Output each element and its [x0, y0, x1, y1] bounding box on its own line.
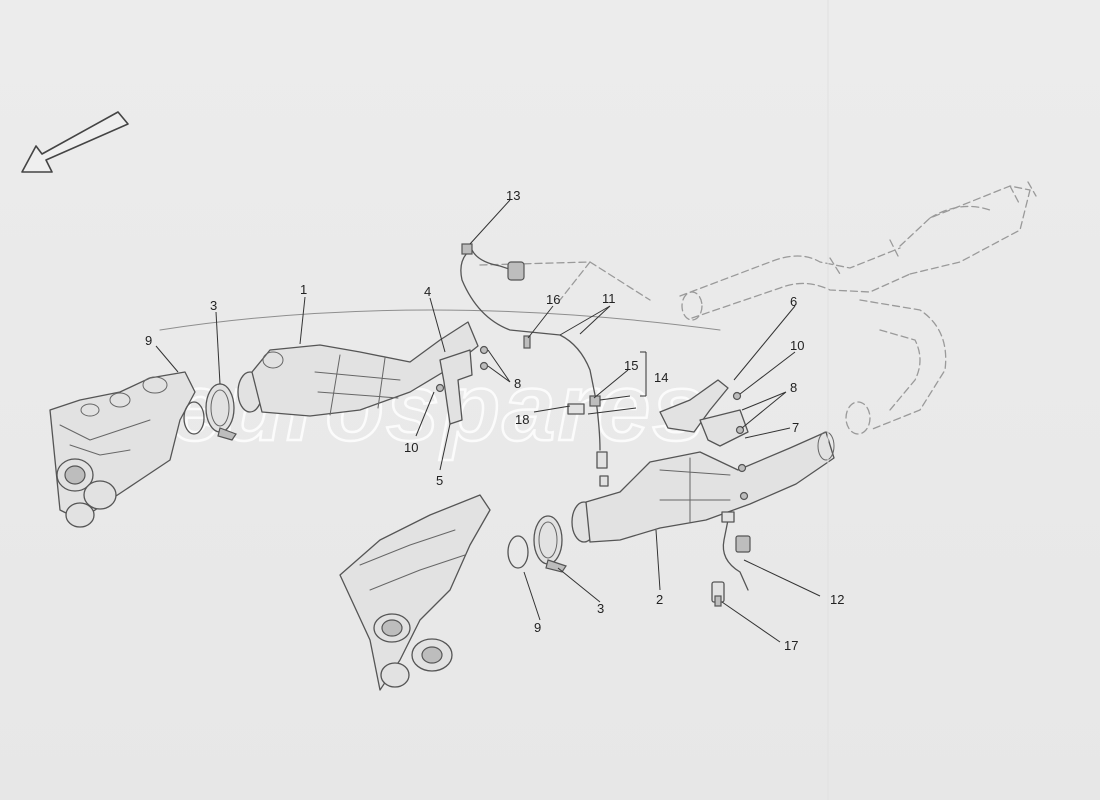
gasket-lower: [507, 535, 529, 569]
catalytic-converter-1: [237, 321, 479, 417]
turbo-manifold-right: [339, 494, 491, 691]
callout-12: 12: [830, 592, 844, 607]
callout-2: 2: [656, 592, 663, 607]
clip-15: [589, 395, 601, 407]
callout-6: 6: [790, 294, 797, 309]
bracket-6: [659, 379, 742, 433]
bracket-7: [699, 409, 749, 447]
callout-15: 15: [624, 358, 638, 373]
bolt: [739, 491, 749, 501]
oxygen-sensor-wire: [460, 243, 609, 487]
callout-10-lower: 10: [790, 338, 804, 353]
callout-10-upper: 10: [404, 440, 418, 455]
callout-labels: 9 3 1 4 8 10 5 13 16 11 15 14 18 6 10 8 …: [145, 188, 844, 653]
connector-16: [523, 335, 531, 349]
callout-17: 17: [784, 638, 798, 653]
callout-3-upper: 3: [210, 298, 217, 313]
callout-8-lower: 8: [790, 380, 797, 395]
rear-exhaust-ghost: [479, 181, 1037, 435]
callout-14: 14: [654, 370, 668, 385]
callout-9-upper: 9: [145, 333, 152, 348]
clamp-lower: [533, 515, 567, 573]
callout-1: 1: [300, 282, 307, 297]
callout-4: 4: [424, 284, 431, 299]
clip-18: [567, 403, 585, 415]
callout-8-upper: 8: [514, 376, 521, 391]
gasket-upper: [183, 401, 205, 435]
bracket-5: [435, 345, 489, 425]
arrow-down-left-icon: [21, 111, 129, 173]
leader-lines: [155, 199, 821, 643]
turbo-manifold-left: [49, 371, 196, 528]
callout-5: 5: [436, 473, 443, 488]
catalytic-converter-2: [571, 431, 835, 543]
callout-9-lower: 9: [534, 620, 541, 635]
callout-18: 18: [515, 412, 529, 427]
callout-7: 7: [792, 420, 799, 435]
callout-13: 13: [506, 188, 520, 203]
callout-16: 16: [546, 292, 560, 307]
callout-3-lower: 3: [597, 601, 604, 616]
bolt: [737, 463, 747, 473]
callout-11: 11: [602, 291, 616, 306]
sensor-12: [721, 511, 751, 591]
sensor-17: [711, 581, 725, 607]
